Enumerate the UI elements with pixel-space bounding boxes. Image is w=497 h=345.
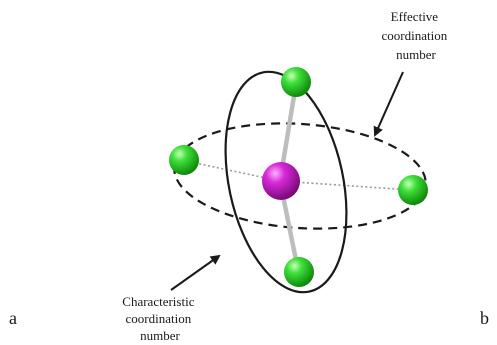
ligand-atom-bottom	[284, 257, 314, 287]
effective-coordination-ring	[173, 122, 427, 230]
central-atom	[262, 162, 300, 200]
dotted-bond-right	[279, 180, 412, 191]
characteristic-coordination-ring	[224, 70, 348, 294]
ligand-atom-top	[281, 67, 311, 97]
effective-arrow	[373, 71, 404, 137]
effective-label: Effective coordination number	[382, 9, 451, 62]
characteristic-label-line-1: Characteristic	[122, 294, 194, 309]
characteristic-arrow	[170, 254, 221, 291]
characteristic-label-line-3: number	[140, 328, 180, 343]
panel-label-a: a	[9, 308, 17, 328]
effective-label-line-2: coordination	[382, 28, 448, 43]
ligand-atom-right	[398, 175, 428, 205]
characteristic-label: Characteristic coordination number	[122, 294, 197, 343]
ligand-atom-left	[169, 145, 199, 175]
effective-label-line-1: Effective	[391, 9, 439, 24]
effective-label-line-3: number	[396, 47, 436, 62]
panel-label-b: b	[480, 308, 489, 328]
characteristic-label-line-2: coordination	[126, 311, 192, 326]
